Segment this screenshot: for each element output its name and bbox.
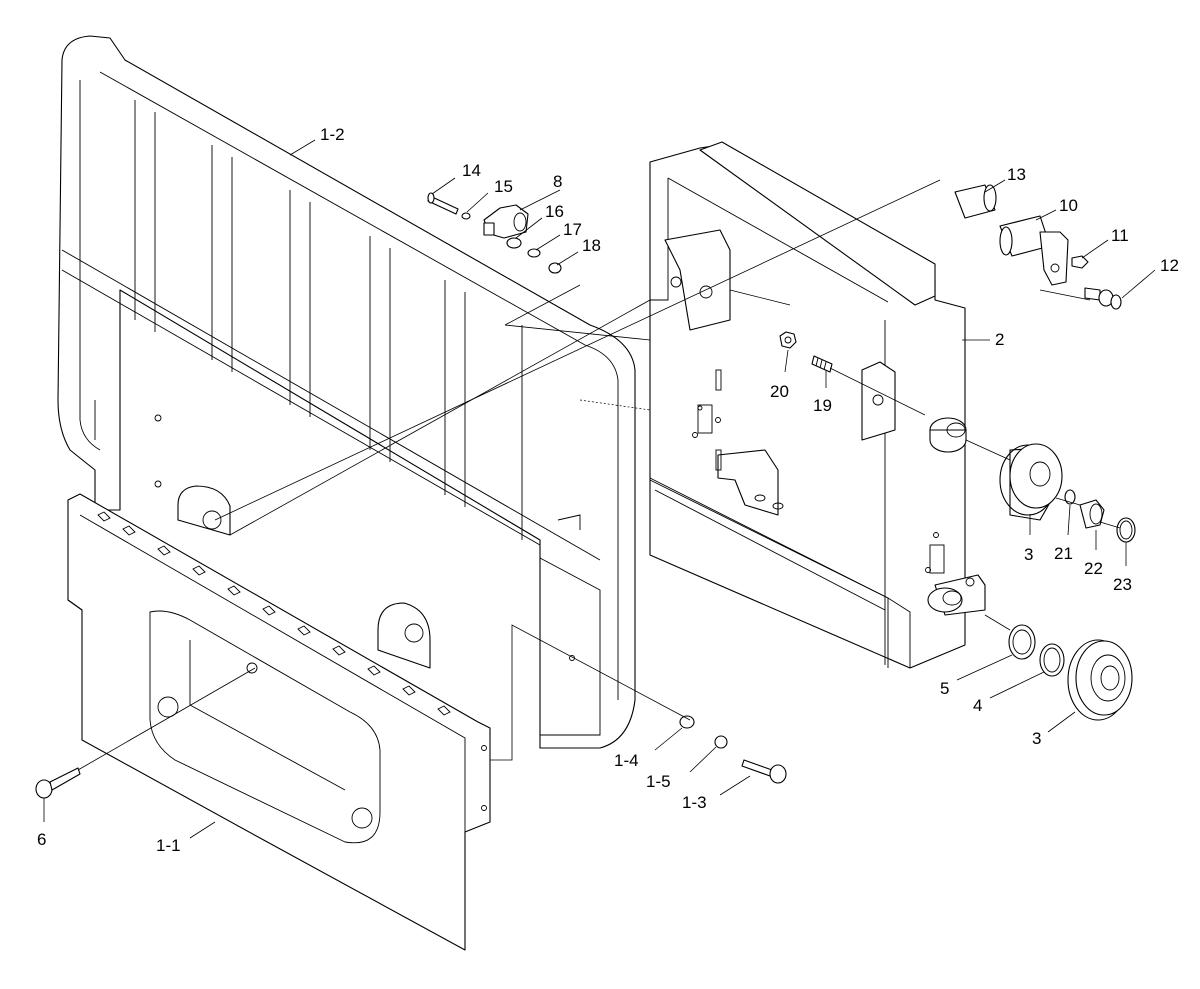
- part-20-nut: [779, 331, 797, 349]
- label-4: 4: [973, 696, 982, 715]
- label-1-4: 1-4: [614, 751, 639, 770]
- label-19: 19: [813, 396, 832, 415]
- part-1-5-washer: [714, 735, 728, 749]
- part-11-nipple: [1071, 255, 1089, 269]
- label-3-lower: 3: [1032, 729, 1041, 748]
- label-1-2: 1-2: [320, 125, 345, 144]
- center-lines: [77, 179, 1121, 771]
- frame-ribs: [134, 100, 523, 540]
- part-2-housing: [649, 141, 986, 669]
- part-23-snap-ring: [1116, 517, 1136, 543]
- part-1-1-plate: [67, 485, 491, 951]
- part-10-shaft: [999, 215, 1069, 286]
- label-12: 12: [1160, 256, 1179, 275]
- part-labels: 1-2 14 15 8 16 17 18 13 10 11 12 2 20 19…: [37, 125, 1179, 855]
- label-20: 20: [770, 382, 789, 401]
- part-6-screw: [35, 767, 81, 799]
- part-21-ring: [1064, 489, 1076, 505]
- part-1-2-frame: [57, 35, 636, 749]
- part-5-shim: [1008, 624, 1036, 660]
- part-18-washer: [548, 262, 562, 274]
- label-8: 8: [553, 172, 562, 191]
- label-14: 14: [462, 161, 481, 180]
- leader-lines: [43, 139, 1156, 839]
- housing-upper-stub: [929, 417, 967, 453]
- part-1-4-washer: [679, 715, 695, 729]
- label-3-upper: 3: [1024, 545, 1033, 564]
- label-1-3: 1-3: [682, 793, 707, 812]
- part-13-bushing: [954, 184, 997, 219]
- label-1-1: 1-1: [156, 836, 181, 855]
- label-6: 6: [37, 830, 46, 849]
- part-22-cap: [1079, 499, 1105, 529]
- label-17: 17: [563, 220, 582, 239]
- part-14-bolt: [427, 192, 459, 215]
- part-3-upper-roller: [999, 443, 1063, 521]
- label-16: 16: [545, 202, 564, 221]
- label-22: 22: [1084, 559, 1103, 578]
- part-17-washer: [527, 248, 541, 258]
- plate-teeth: [97, 511, 451, 716]
- part-19-stud: [811, 355, 833, 373]
- part-12-bolt: [1084, 287, 1122, 310]
- label-11: 11: [1111, 226, 1129, 245]
- part-8-pin: [483, 204, 529, 239]
- part-1-3-screw: [741, 759, 787, 784]
- part-4-shim: [1039, 643, 1065, 677]
- part-15-washer: [461, 212, 471, 220]
- label-23: 23: [1113, 575, 1132, 594]
- label-18: 18: [582, 236, 601, 255]
- label-2: 2: [995, 330, 1004, 349]
- label-21: 21: [1054, 544, 1073, 563]
- label-1-5: 1-5: [646, 772, 671, 791]
- part-3-lower-roller: [1067, 639, 1133, 721]
- housing-lower-stub: [927, 574, 986, 616]
- label-10: 10: [1059, 196, 1078, 215]
- label-15: 15: [494, 177, 513, 196]
- label-5: 5: [940, 679, 949, 698]
- part-16-washer: [506, 237, 522, 249]
- label-13: 13: [1007, 165, 1026, 184]
